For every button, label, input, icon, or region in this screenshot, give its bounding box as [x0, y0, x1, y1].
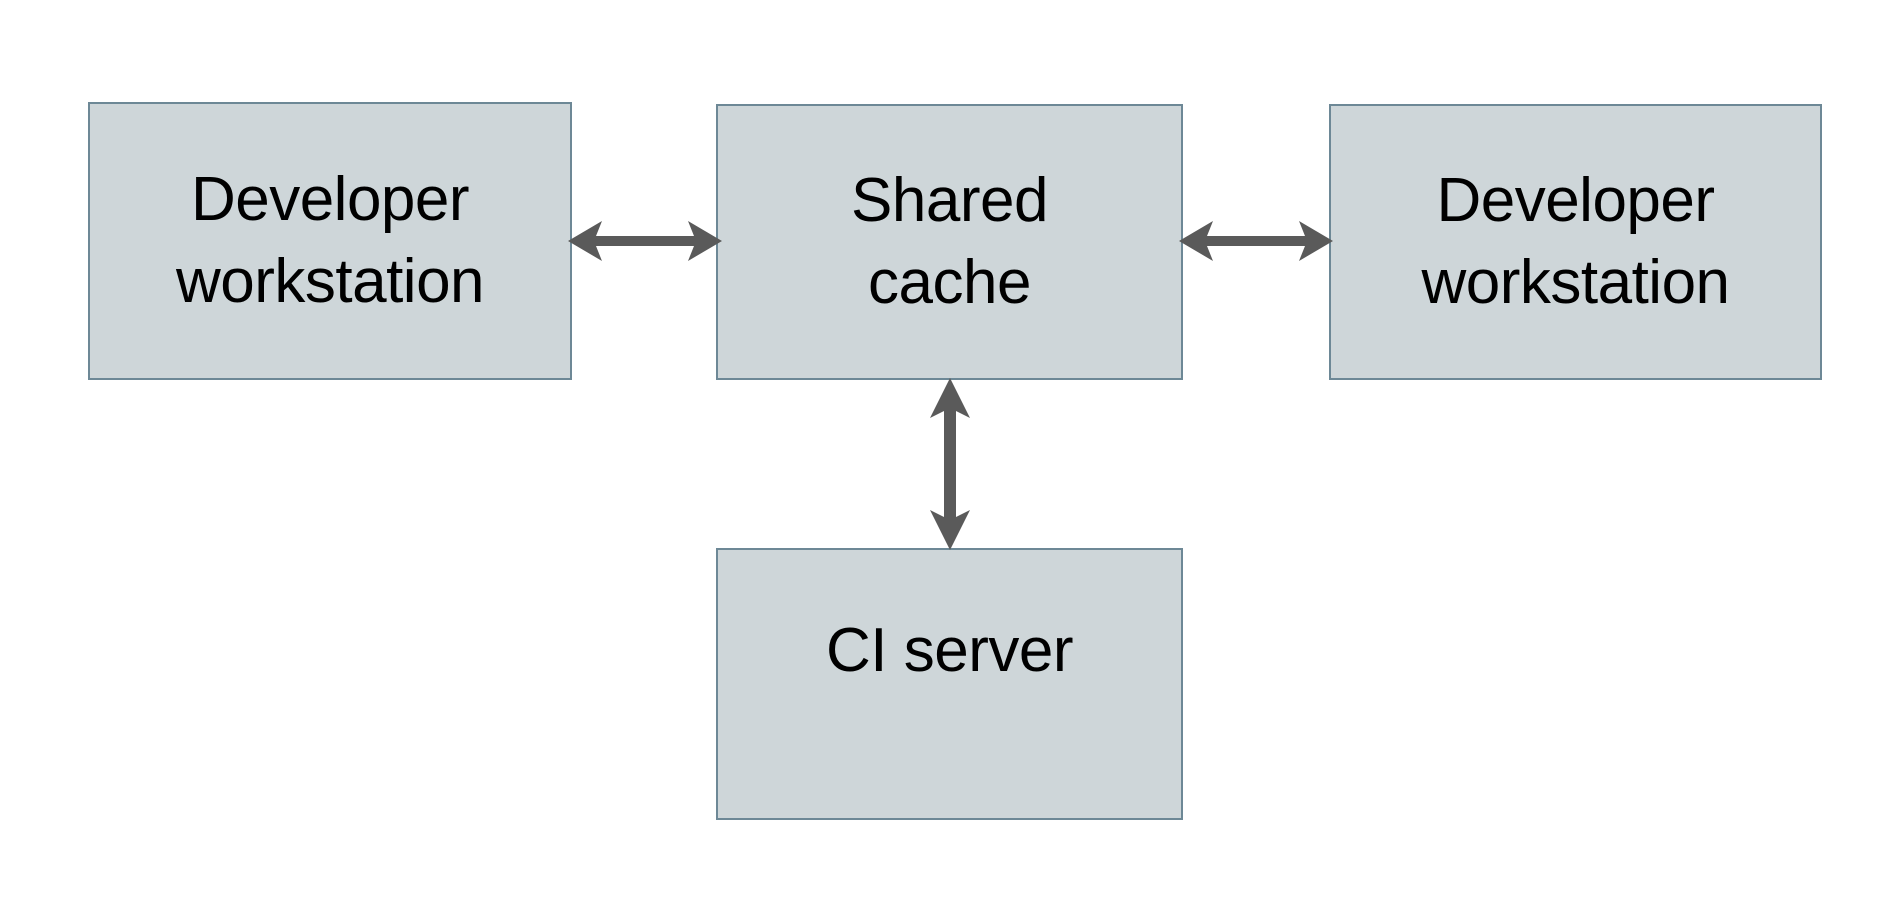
edge-developer-left-to-shared-cache[interactable] — [566, 208, 724, 274]
node-developer-workstation-left[interactable]: Developer workstation — [88, 102, 572, 380]
edge-shared-cache-to-ci-server[interactable] — [916, 376, 984, 552]
node-label: Developer workstation — [175, 165, 485, 316]
node-shared-cache[interactable]: Shared cache — [716, 104, 1183, 380]
edge-shared-cache-to-developer-right[interactable] — [1177, 208, 1335, 274]
node-label: CI server — [826, 616, 1073, 685]
double-arrow-vertical-icon — [930, 378, 970, 550]
double-arrow-horizontal-icon — [1179, 221, 1333, 261]
double-arrow-horizontal-icon — [568, 221, 722, 261]
node-label: Shared cache — [851, 166, 1048, 317]
node-ci-server[interactable]: CI server — [716, 548, 1183, 820]
node-label: Developer workstation — [1421, 166, 1730, 317]
node-developer-workstation-right[interactable]: Developer workstation — [1329, 104, 1822, 380]
